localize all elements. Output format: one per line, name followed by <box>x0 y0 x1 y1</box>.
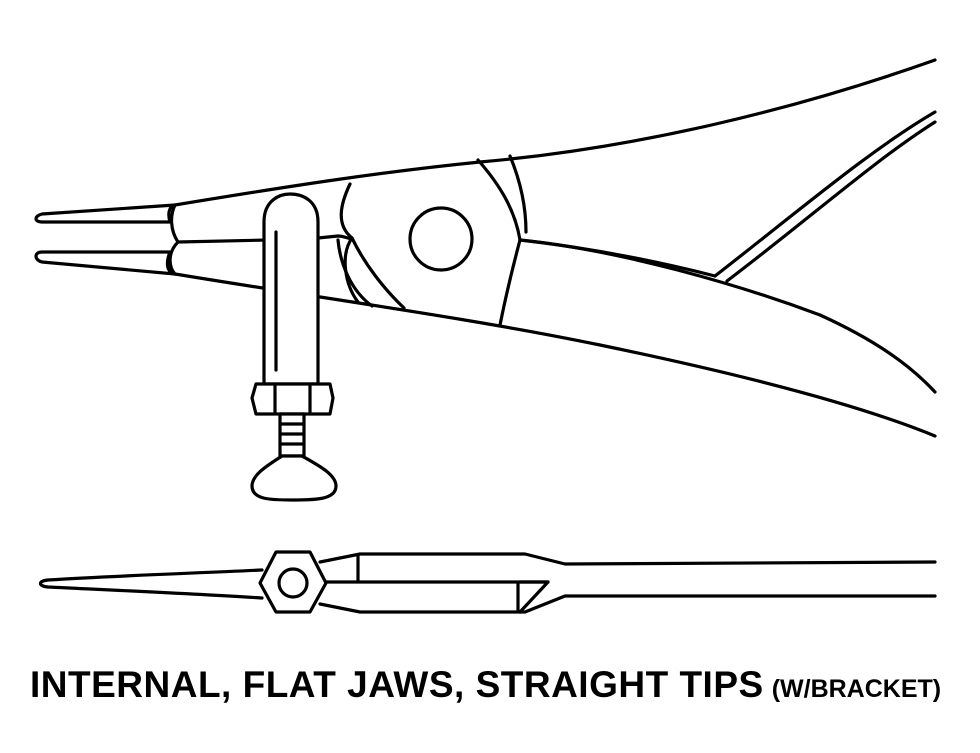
caption-bracket-note: (W/BRACKET) <box>771 675 942 703</box>
upper-tip <box>34 203 177 224</box>
pliers-top-view <box>38 550 937 614</box>
pivot-rivet <box>408 206 474 272</box>
top-handle-upper <box>318 552 937 566</box>
upper-handle-outline <box>173 58 937 207</box>
jaw-separation-line <box>316 234 354 241</box>
pivot-plate-arc-c <box>350 236 406 310</box>
hex-nut <box>250 382 335 416</box>
caption-main-title: INTERNAL, FLAT JAWS, STRAIGHT TIPS <box>30 664 764 705</box>
pivot-plate-right <box>476 158 522 327</box>
lower-handle-inner-edge <box>518 238 937 394</box>
upper-jaw-body <box>170 203 270 244</box>
top-parting-taper <box>518 580 550 614</box>
bracket-post <box>262 192 320 386</box>
pivot-plate-arc-a <box>508 154 528 234</box>
thumb-screw-head <box>250 454 338 502</box>
lower-jaw-body <box>168 240 180 276</box>
upper-jaw-inner-edge <box>518 238 717 278</box>
top-pivot-hole <box>277 567 309 599</box>
figure-caption: INTERNAL, FLAT JAWS, STRAIGHT TIPS(W/BRA… <box>30 664 960 706</box>
upper-handle-inner-edge <box>713 110 937 278</box>
top-handle-lower <box>318 594 937 614</box>
pliers-side-view <box>34 58 937 502</box>
top-tip-taper <box>38 568 264 600</box>
pivot-plate-arc-b <box>336 238 374 308</box>
lower-tip <box>34 250 177 276</box>
spring-wire <box>725 120 937 283</box>
top-hex-nut <box>258 550 328 614</box>
